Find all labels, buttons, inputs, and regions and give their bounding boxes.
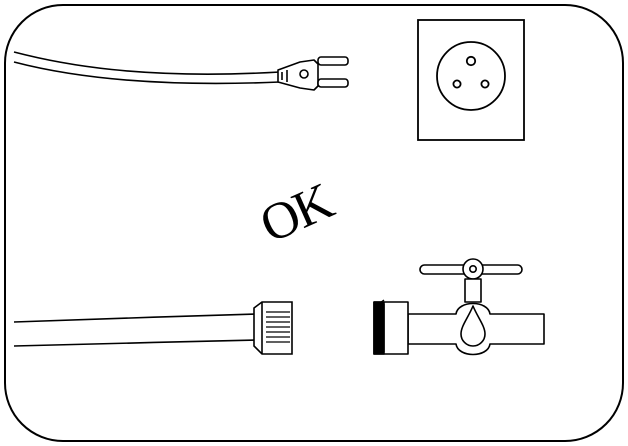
- wall-socket-icon: [417, 19, 525, 141]
- water-tap-icon: [373, 258, 545, 356]
- hose-connector-icon: [13, 301, 293, 355]
- power-cord-plug-icon: [13, 51, 349, 91]
